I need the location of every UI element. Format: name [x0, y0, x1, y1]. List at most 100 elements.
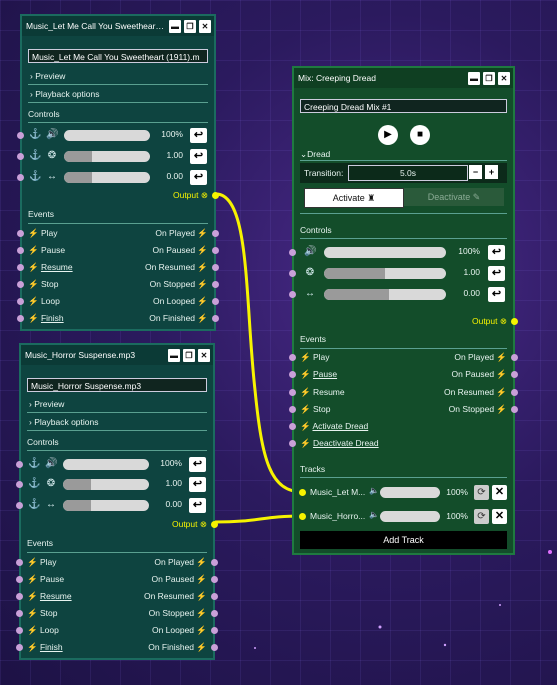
- input-port[interactable]: [17, 298, 24, 305]
- transition-input[interactable]: 5.0s: [348, 165, 468, 181]
- input-port[interactable]: [16, 502, 23, 509]
- output-port[interactable]: [211, 521, 218, 528]
- pitch-slider[interactable]: [64, 151, 150, 162]
- preview-toggle[interactable]: › Preview: [29, 399, 65, 409]
- minimize-icon[interactable]: ▬: [468, 71, 480, 85]
- loop-icon[interactable]: ⟳: [474, 485, 489, 500]
- minimize-icon[interactable]: ▬: [168, 348, 180, 362]
- close-icon[interactable]: ✕: [198, 348, 210, 362]
- input-port[interactable]: [299, 513, 306, 520]
- volume-slider[interactable]: [324, 247, 446, 258]
- input-port[interactable]: [17, 174, 24, 181]
- input-port[interactable]: [16, 610, 23, 617]
- output-port[interactable]: [511, 318, 518, 325]
- input-port[interactable]: [17, 264, 24, 271]
- input-port[interactable]: [17, 315, 24, 322]
- pan-slider[interactable]: [63, 500, 149, 511]
- minimize-icon[interactable]: ▬: [169, 19, 181, 33]
- output-port[interactable]: [212, 264, 219, 271]
- reset-pan-icon[interactable]: ↩: [488, 287, 505, 302]
- input-port[interactable]: [17, 230, 24, 237]
- volume-slider[interactable]: [64, 130, 150, 141]
- output-port[interactable]: [212, 298, 219, 305]
- stop-icon[interactable]: ■: [410, 125, 430, 145]
- reset-pitch-icon[interactable]: ↩: [190, 149, 207, 164]
- mix-node[interactable]: Mix: Creeping Dread ▬ ❐ ✕ Creeping Dread…: [289, 66, 518, 555]
- deactivate-button[interactable]: Deactivate ✎: [404, 188, 504, 206]
- input-port[interactable]: [289, 440, 296, 447]
- close-icon[interactable]: ✕: [199, 19, 211, 33]
- node-titlebar[interactable]: Music_Horror Suspense.mp3 ▬ ❐ ✕: [21, 345, 213, 365]
- output-port[interactable]: [211, 576, 218, 583]
- input-port[interactable]: [289, 406, 296, 413]
- input-port[interactable]: [16, 559, 23, 566]
- output-port[interactable]: [211, 627, 218, 634]
- node-titlebar[interactable]: Music_Let Me Call You Sweetheart ... ▬ ❐…: [22, 16, 214, 36]
- maximize-icon[interactable]: ❐: [483, 71, 495, 85]
- playback-options-toggle[interactable]: › Playback options: [30, 89, 100, 99]
- pitch-slider[interactable]: [324, 268, 446, 279]
- track-volume-slider[interactable]: [380, 511, 440, 522]
- remove-icon[interactable]: ✕: [492, 485, 507, 500]
- track-volume-slider[interactable]: [380, 487, 440, 498]
- input-port[interactable]: [17, 153, 24, 160]
- reset-pitch-icon[interactable]: ↩: [488, 266, 505, 281]
- dread-toggle[interactable]: ⌄Dread: [300, 149, 331, 159]
- output-port[interactable]: [511, 371, 518, 378]
- remove-icon[interactable]: ✕: [492, 509, 507, 524]
- add-track-button[interactable]: Add Track: [300, 531, 507, 549]
- close-icon[interactable]: ✕: [498, 71, 510, 85]
- input-port[interactable]: [289, 291, 296, 298]
- minus-icon[interactable]: −: [469, 165, 482, 179]
- maximize-icon[interactable]: ❐: [184, 19, 196, 33]
- pitch-slider[interactable]: [63, 479, 149, 490]
- output-port[interactable]: [211, 593, 218, 600]
- anchor-icon[interactable]: ⚓: [28, 499, 41, 510]
- input-port[interactable]: [16, 627, 23, 634]
- input-port[interactable]: [289, 249, 296, 256]
- pan-slider[interactable]: [324, 289, 446, 300]
- reset-pitch-icon[interactable]: ↩: [189, 477, 206, 492]
- output-port[interactable]: [511, 354, 518, 361]
- reset-pan-icon[interactable]: ↩: [189, 498, 206, 513]
- reset-volume-icon[interactable]: ↩: [190, 128, 207, 143]
- file-field[interactable]: Music_Horror Suspense.mp3: [27, 378, 207, 392]
- input-port[interactable]: [16, 481, 23, 488]
- anchor-icon[interactable]: ⚓: [28, 458, 41, 469]
- pan-slider[interactable]: [64, 172, 150, 183]
- input-port[interactable]: [289, 371, 296, 378]
- play-icon[interactable]: ▶: [378, 125, 398, 145]
- volume-slider[interactable]: [63, 459, 149, 470]
- input-port[interactable]: [299, 489, 306, 496]
- file-field[interactable]: Music_Let Me Call You Sweetheart (1911).…: [28, 49, 208, 63]
- playback-options-toggle[interactable]: › Playback options: [29, 417, 99, 427]
- output-port[interactable]: [212, 315, 219, 322]
- input-port[interactable]: [289, 354, 296, 361]
- output-port[interactable]: [211, 610, 218, 617]
- output-port[interactable]: [211, 644, 218, 651]
- input-port[interactable]: [16, 644, 23, 651]
- reset-volume-icon[interactable]: ↩: [488, 245, 505, 260]
- reset-pan-icon[interactable]: ↩: [190, 170, 207, 185]
- input-port[interactable]: [16, 593, 23, 600]
- input-port[interactable]: [17, 247, 24, 254]
- plus-icon[interactable]: +: [485, 165, 498, 179]
- output-port[interactable]: [212, 281, 219, 288]
- output-port[interactable]: [511, 389, 518, 396]
- output-port[interactable]: [211, 559, 218, 566]
- node-titlebar[interactable]: Mix: Creeping Dread ▬ ❐ ✕: [294, 68, 513, 88]
- mix-name-field[interactable]: Creeping Dread Mix #1: [300, 99, 507, 113]
- output-port[interactable]: [212, 192, 219, 199]
- sound-node-sweetheart[interactable]: Music_Let Me Call You Sweetheart ... ▬ ❐…: [17, 14, 219, 331]
- reset-volume-icon[interactable]: ↩: [189, 457, 206, 472]
- output-port[interactable]: [212, 230, 219, 237]
- input-port[interactable]: [17, 281, 24, 288]
- output-port[interactable]: [212, 247, 219, 254]
- output-port[interactable]: [511, 406, 518, 413]
- input-port[interactable]: [16, 576, 23, 583]
- maximize-icon[interactable]: ❐: [183, 348, 195, 362]
- anchor-icon[interactable]: ⚓: [28, 478, 41, 489]
- anchor-icon[interactable]: ⚓: [29, 129, 42, 140]
- loop-icon[interactable]: ⟳: [474, 509, 489, 524]
- input-port[interactable]: [289, 389, 296, 396]
